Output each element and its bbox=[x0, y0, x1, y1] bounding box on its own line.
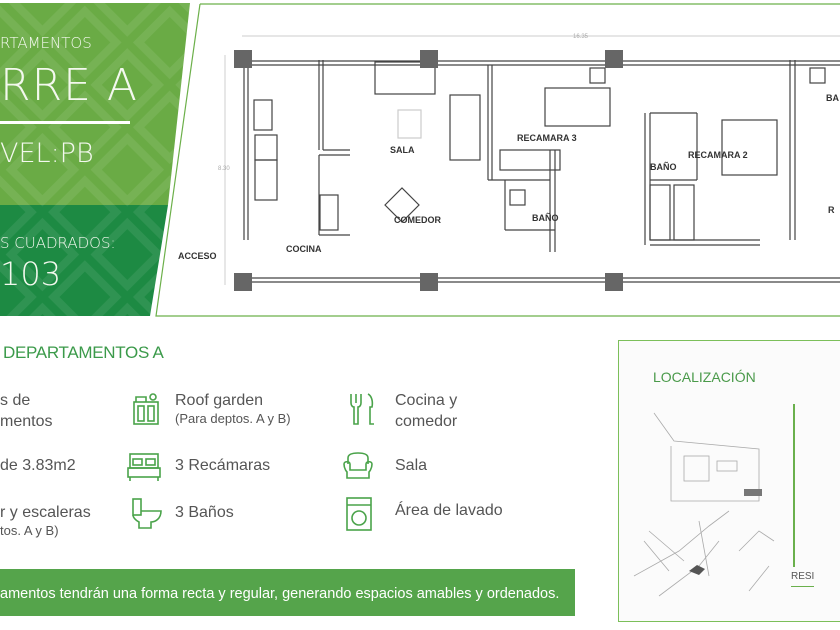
floor-plan: 16.35 8.30 ACCESO COCINA SALA COMEDOR RE… bbox=[150, 0, 840, 320]
feature-text: de 3.83m2 bbox=[0, 457, 76, 474]
feature-bathrooms: 3 Baños bbox=[175, 502, 234, 523]
dimension-height: 8.30 bbox=[218, 166, 230, 172]
room-sala: SALA bbox=[390, 145, 415, 155]
feature-area: de 3.83m2 bbox=[0, 455, 76, 476]
location-title: LOCALIZACIÓN bbox=[653, 369, 756, 385]
features-title: DEPARTAMENTOS A bbox=[3, 343, 164, 362]
level-label: VEL:PB bbox=[0, 138, 94, 169]
room-comedor: COMEDOR bbox=[394, 215, 441, 225]
feature-text: r y escaleras bbox=[0, 504, 91, 521]
roof-garden-icon bbox=[133, 393, 159, 425]
feature-text: 3 Recámaras bbox=[175, 457, 271, 474]
feature-text: s de bbox=[0, 392, 31, 409]
residence-label: RESI bbox=[791, 571, 815, 587]
dimension-width: 16.35 bbox=[573, 34, 589, 40]
room-bano-1: BAÑO bbox=[532, 213, 559, 223]
banner-text: amentos tendrán una forma recta y regula… bbox=[0, 586, 560, 602]
location-maps bbox=[633, 412, 775, 597]
feature-text: Cocina y bbox=[395, 392, 458, 409]
washing-machine-icon bbox=[346, 497, 372, 531]
feature-laundry: Área de lavado bbox=[395, 500, 503, 521]
feature-note: tos. A y B) bbox=[0, 523, 59, 538]
floor-plan-drawing bbox=[155, 3, 840, 317]
feature-kitchen-dining: Cocina y comedor bbox=[395, 390, 457, 432]
area-value: 103 bbox=[0, 255, 62, 293]
feature-note: (Para deptos. A y B) bbox=[175, 411, 291, 426]
divider bbox=[793, 404, 795, 567]
toilet-icon bbox=[132, 498, 162, 529]
room-recamara-2: RECAMARA 2 bbox=[688, 150, 748, 160]
room-bano-2: BAÑO bbox=[650, 162, 677, 172]
hero-subtitle: RTAMENTOS bbox=[0, 34, 92, 52]
hero-background bbox=[0, 3, 190, 316]
feature-apartments: s de mentos bbox=[0, 390, 52, 432]
hero-panel: RTAMENTOS RRE A VEL:PB S CUADRADOS: 103 bbox=[0, 0, 192, 318]
cutlery-icon bbox=[350, 393, 374, 425]
feature-text: Sala bbox=[395, 457, 428, 474]
room-acceso: ACCESO bbox=[178, 251, 217, 261]
feature-bedrooms: 3 Recámaras bbox=[175, 455, 270, 476]
feature-roof-garden: Roof garden (Para deptos. A y B) bbox=[175, 390, 291, 427]
feature-text: 3 Baños bbox=[175, 504, 234, 521]
armchair-icon bbox=[343, 452, 373, 479]
room-cocina: COCINA bbox=[286, 244, 322, 254]
room-recamara-3: RECAMARA 3 bbox=[517, 133, 577, 143]
info-banner: amentos tendrán una forma recta y regula… bbox=[0, 569, 575, 616]
location-panel: LOCALIZACIÓN RESI bbox=[618, 340, 840, 622]
feature-stairs: r y escaleras tos. A y B) bbox=[0, 502, 91, 539]
feature-text: Roof garden bbox=[175, 392, 264, 409]
bed-icon bbox=[127, 453, 161, 481]
feature-text: mentos bbox=[0, 413, 53, 430]
room-recamara-1: R bbox=[828, 205, 835, 215]
feature-text: Área de lavado bbox=[395, 502, 503, 519]
area-label: S CUADRADOS: bbox=[0, 234, 116, 252]
room-bano-3: BA bbox=[826, 93, 839, 103]
feature-text: comedor bbox=[395, 413, 458, 430]
tower-title: RRE A bbox=[0, 60, 139, 111]
feature-living-room: Sala bbox=[395, 455, 427, 476]
